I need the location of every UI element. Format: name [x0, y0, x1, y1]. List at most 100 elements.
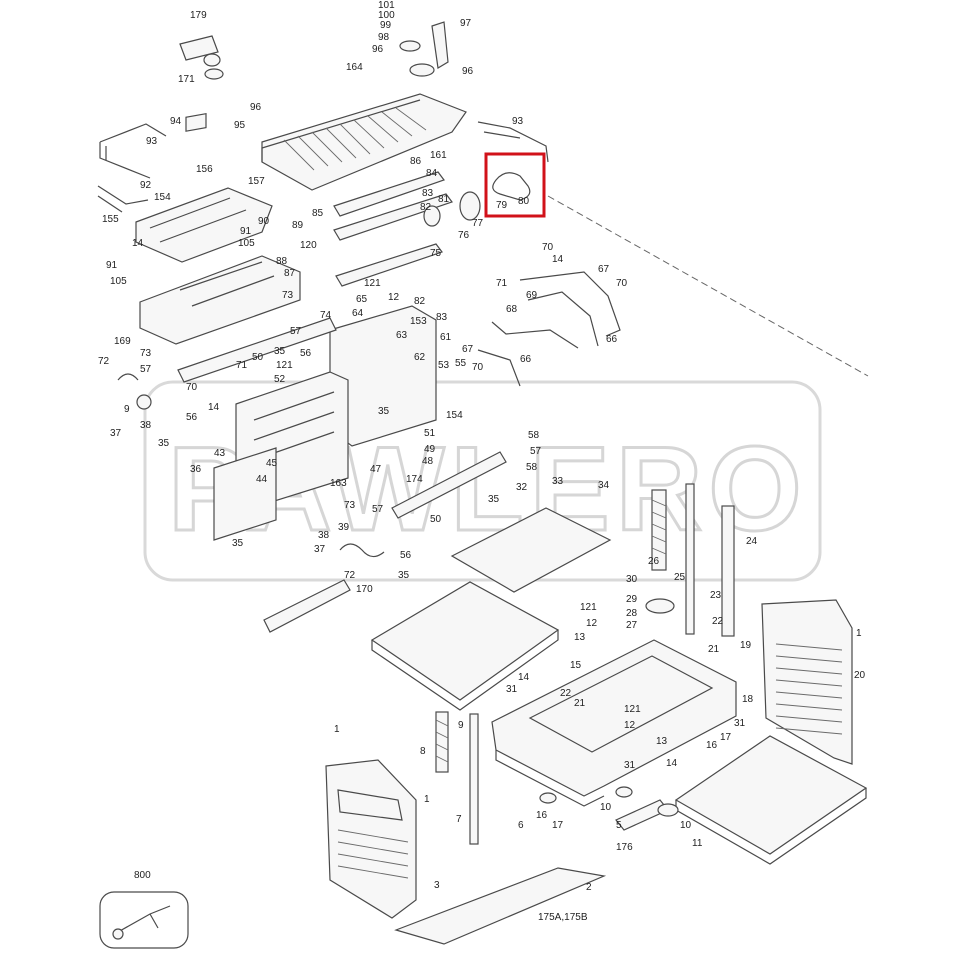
part-callout: 7	[456, 814, 462, 825]
part-callout: 121	[276, 360, 293, 371]
part-callout: 51	[424, 428, 436, 439]
part-callout: 35	[274, 346, 286, 357]
feed-rollers	[177, 317, 507, 519]
part-callout: 36	[190, 464, 202, 475]
part-callout: 75	[430, 248, 442, 259]
part-callout: 21	[708, 644, 720, 655]
part-callout: 98	[378, 32, 390, 43]
part-callout: 77	[472, 218, 484, 229]
part-callout: 52	[274, 374, 286, 385]
part-callout: 72	[98, 356, 110, 367]
part-callout: 44	[256, 474, 268, 485]
part-callout: 71	[496, 278, 508, 289]
part-callout: 57	[372, 504, 384, 515]
part-callout: 31	[506, 684, 518, 695]
part-callout: 6	[518, 820, 524, 831]
drive-pulley	[423, 191, 481, 227]
part-callout: 175A,175B	[538, 912, 588, 923]
part-callout: 56	[186, 412, 198, 423]
part-callout: 55	[455, 358, 467, 369]
part-callout: 155	[102, 214, 119, 225]
part-callout: 66	[520, 354, 532, 365]
drive-linkage-bar	[539, 786, 679, 831]
depth-stop-knob	[179, 35, 224, 80]
part-callout: 93	[512, 116, 524, 127]
part-callout: 154	[446, 410, 463, 421]
part-callout: 18	[742, 694, 754, 705]
part-callout: 31	[624, 760, 636, 771]
part-callout: 27	[626, 620, 638, 631]
right-cabinet-panel	[761, 599, 853, 765]
part-callout: 99	[380, 20, 392, 31]
part-callout: 79	[496, 200, 508, 211]
part-callout: 76	[458, 230, 470, 241]
part-callout: 48	[422, 456, 434, 467]
part-callout: 61	[440, 332, 452, 343]
part-callout: 14	[208, 402, 220, 413]
part-callout: 157	[248, 176, 265, 187]
part-callout: 86	[410, 156, 422, 167]
part-callout: 20	[854, 670, 866, 681]
part-callout: 17	[552, 820, 564, 831]
lead-screws	[435, 711, 479, 845]
part-callout: 2	[586, 882, 592, 893]
part-callout: 164	[346, 62, 363, 73]
part-callout: 91	[240, 226, 252, 237]
part-callout: 89	[292, 220, 304, 231]
part-callout: 23	[710, 590, 722, 601]
left-sprocket	[117, 373, 152, 410]
base-frame	[491, 639, 737, 807]
part-callout: 9	[458, 720, 464, 731]
part-callout: 1	[334, 724, 340, 735]
part-callout: 9	[124, 404, 130, 415]
part-callout: 13	[574, 632, 586, 643]
part-callout: 94	[170, 116, 182, 127]
part-callout: 800	[134, 870, 151, 881]
part-callout: 28	[626, 608, 638, 619]
part-callout: 84	[426, 168, 438, 179]
part-callout: 83	[422, 188, 434, 199]
part-callout: 82	[414, 296, 426, 307]
part-callout: 43	[214, 448, 226, 459]
part-callout: 70	[472, 362, 484, 373]
part-callout: 35	[232, 538, 244, 549]
part-callout: 163	[330, 478, 347, 489]
part-callout: 50	[430, 514, 442, 525]
part-callout: 29	[626, 594, 638, 605]
part-callout: 30	[626, 574, 638, 585]
part-callout: 82	[420, 202, 432, 213]
part-callout: 57	[530, 446, 542, 457]
part-callout: 17	[720, 732, 732, 743]
part-callout: 10	[600, 802, 612, 813]
part-callout: 13	[656, 736, 668, 747]
part-callout: 38	[318, 530, 330, 541]
part-callout: 73	[344, 500, 356, 511]
part-callout: 171	[178, 74, 195, 85]
part-callout: 81	[438, 194, 450, 205]
bottom-plate	[394, 867, 607, 945]
part-callout: 57	[140, 364, 152, 375]
part-callout: 91	[106, 260, 118, 271]
part-callout: 35	[378, 406, 390, 417]
part-callout: 70	[542, 242, 554, 253]
part-callout: 179	[190, 10, 207, 21]
part-callout: 73	[140, 348, 152, 359]
part-callout: 57	[290, 326, 302, 337]
drive-belt-part-80	[492, 172, 531, 201]
part-callout: 12	[586, 618, 598, 629]
support-columns	[645, 483, 735, 637]
head-cover-casting	[261, 93, 467, 191]
wrench-accessory	[99, 891, 189, 949]
part-callout: 3	[434, 880, 440, 891]
part-callout: 12	[388, 292, 400, 303]
part-callout: 8	[420, 746, 426, 757]
part-callout: 31	[734, 718, 746, 729]
part-callout: 21	[574, 698, 586, 709]
part-callout: 35	[398, 570, 410, 581]
part-callout: 58	[528, 430, 540, 441]
part-callout: 74	[320, 310, 332, 321]
part-callout: 65	[356, 294, 368, 305]
part-callout: 63	[396, 330, 408, 341]
part-callout: 88	[276, 256, 288, 267]
side-plate	[213, 447, 277, 541]
